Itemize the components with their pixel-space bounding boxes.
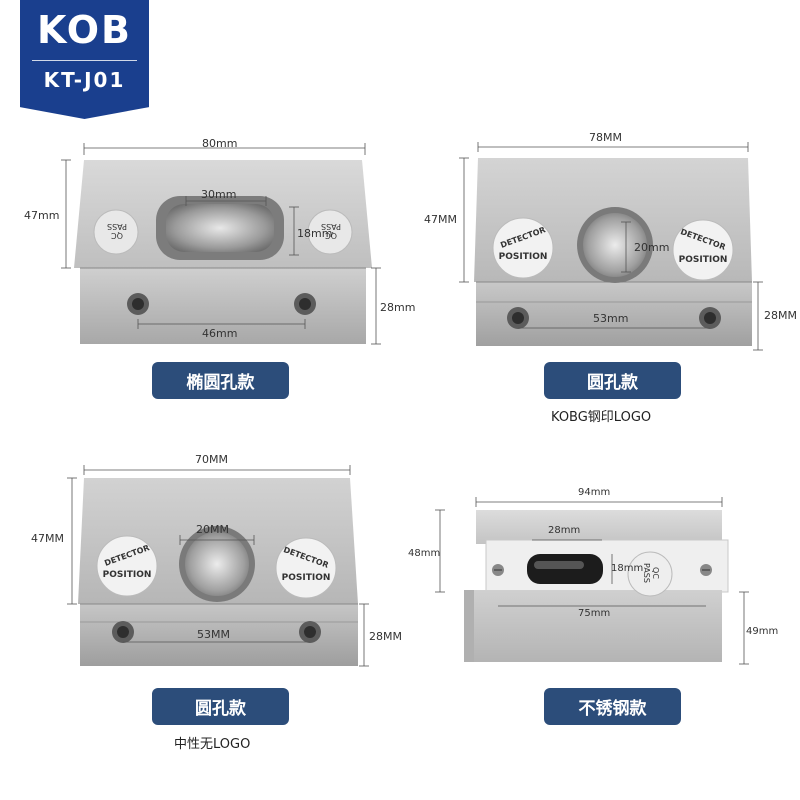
width-dimension: 70MM <box>195 453 228 466</box>
screw-spacing-dimension: 75mm <box>578 608 611 619</box>
sticker-left-text: QC PASS <box>107 222 127 240</box>
product-image-oval <box>61 143 381 345</box>
height-dimension: 47mm <box>24 209 60 222</box>
brand-logo: KOB <box>36 8 132 52</box>
hole-dimension: 20MM <box>196 523 229 536</box>
sticker-left-bottom-text: POSITION <box>102 570 152 580</box>
product-panel-oval: 80mm 47mm 30mm 18mm 28mm 46mm QC PASS QC… <box>0 0 415 400</box>
lower-height-dimension: 28MM <box>369 630 402 643</box>
variant-label-round-neutral: 圆孔款 <box>152 688 289 725</box>
width-dimension: 78MM <box>589 131 622 144</box>
product-image-stainless <box>435 497 749 665</box>
width-dimension: 80mm <box>202 137 238 150</box>
product-image-round-logo <box>459 142 763 351</box>
slot-height-dimension: 18mm <box>611 563 644 574</box>
brand-divider <box>32 60 137 61</box>
variant-label-round-logo: 圆孔款 <box>544 362 681 399</box>
screw-spacing-dimension: 53mm <box>593 312 629 325</box>
screw-spacing-dimension: 53MM <box>197 628 230 641</box>
variant-note-round-logo: KOBG钢印LOGO <box>551 410 652 425</box>
lower-height-dimension: 28MM <box>764 309 797 322</box>
variant-label-oval: 椭圆孔款 <box>152 362 289 399</box>
lower-height-dimension: 49mm <box>746 626 779 637</box>
slot-width-dimension: 28mm <box>548 525 581 536</box>
height-dimension: 47MM <box>424 213 457 226</box>
sticker-text: QC PASS <box>642 563 660 583</box>
hole-dimension: 20mm <box>634 241 670 254</box>
brand-ribbon: KOB KT-J01 <box>20 0 149 119</box>
product-image-round-neutral <box>67 465 369 667</box>
width-dimension: 94mm <box>578 487 611 498</box>
sticker-right-bottom-text: POSITION <box>678 255 728 265</box>
sticker-left-bottom-text: POSITION <box>498 252 548 262</box>
sticker-right-text: QC PASS <box>321 222 341 240</box>
lower-height-dimension: 28mm <box>380 301 416 314</box>
product-panel-round-neutral: 70MM 47MM 20MM 28MM 53MM DETECTOR POSITI… <box>0 440 402 800</box>
brand-model: KT-J01 <box>43 68 126 92</box>
hole-width-dimension: 30mm <box>201 188 237 201</box>
screw-spacing-dimension: 46mm <box>202 327 238 340</box>
product-panel-round-logo: 78MM 47MM 20mm 28MM 53mm DETECTOR POSITI… <box>400 0 800 440</box>
sticker-right-bottom-text: POSITION <box>281 573 331 583</box>
product-panel-stainless: 94mm 48mm 28mm 18mm 49mm 75mm QC PASS 不锈… <box>400 440 800 800</box>
variant-label-stainless: 不锈钢款 <box>544 688 681 725</box>
height-dimension: 47MM <box>31 532 64 545</box>
variant-note-round-neutral: 中性无LOGO <box>174 737 251 752</box>
height-dimension: 48mm <box>408 548 441 559</box>
hole-height-dimension: 18mm <box>297 227 333 240</box>
